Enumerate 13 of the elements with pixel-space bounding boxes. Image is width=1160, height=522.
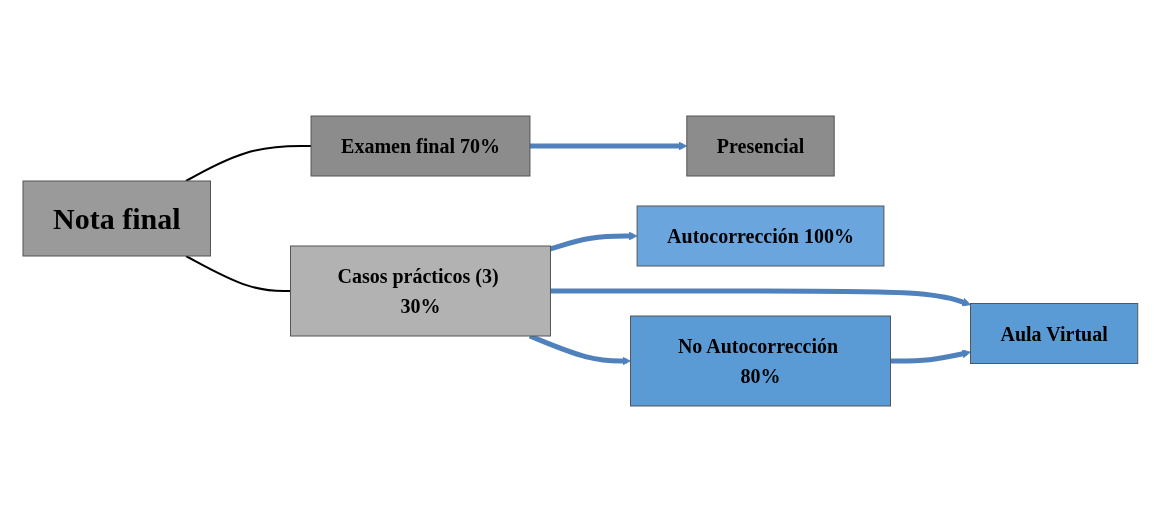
arrow: [550, 288, 971, 307]
arrow: [549, 231, 638, 252]
arrow: [529, 141, 687, 151]
node-box: Autocorrección 100%: [636, 205, 885, 267]
node-box: Aula Virtual: [969, 303, 1138, 364]
connector: [184, 145, 312, 182]
node-box: Casos prácticos (3) 30%: [289, 245, 551, 337]
node-box: Presencial: [685, 115, 835, 177]
arrow: [890, 349, 971, 364]
node-box: No Autocorrección 80%: [629, 315, 891, 407]
node-box: Nota final: [22, 180, 211, 257]
connector: [184, 255, 292, 292]
node-box: Examen final 70%: [310, 115, 531, 177]
